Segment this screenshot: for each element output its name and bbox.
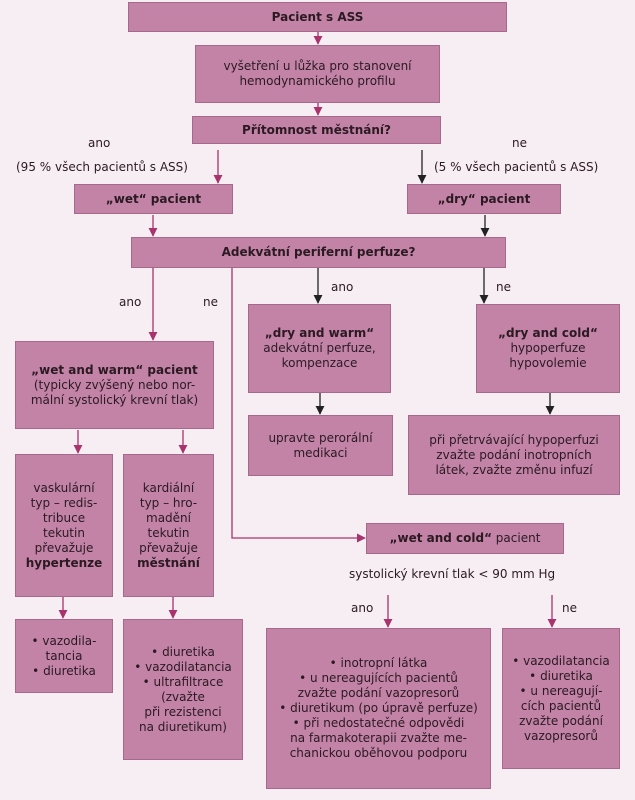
box-vaskularni-line4: tekutin <box>43 525 85 540</box>
label-ano-top-pct: (95 % všech pacientů s ASS) <box>16 160 188 174</box>
box-kardialni-line1: kardiální <box>142 480 195 495</box>
box-vasodilatancia-3-line1: • vazodilatancia <box>512 653 610 668</box>
box-kardialni-line4: tekutin <box>147 525 190 540</box>
box-inotropni: • inotropní látka • u nereagujících paci… <box>266 628 491 789</box>
box-inotropni-line1: • inotropní látka <box>329 656 428 670</box>
box-mestnani: Přítomnost městnání? <box>192 116 441 144</box>
box-vasodilatancia-3-line2: • diuretika <box>529 668 593 683</box>
box-vasodilatancia-3-line4: cích pacientů <box>520 698 602 713</box>
box-diuretika-2: • diuretika • vazodilatancia • ultrafilt… <box>123 619 243 760</box>
box-wet-warm-line1: (typicky zvýšený nebo nor- <box>33 377 196 392</box>
box-vasodilatancia-3-line3: • u nereagují- <box>519 683 603 698</box>
box-inotropni-line5: • při nedostatečné odpovědi <box>292 716 465 730</box>
box-vasodilatancia-3-line5: zvažte podání <box>519 713 603 728</box>
box-inotropni-line4: • diuretikum (po úpravě perfuze) <box>279 701 478 715</box>
box-dry-cold-line2: hypovolemie <box>509 356 587 370</box>
label-ne-low: ne <box>562 601 577 615</box>
box-dry-warm: „dry and warm“ adekvátní perfuze, kompen… <box>248 304 391 393</box>
box-hypoperfuze-line3: látek, zvažte změnu infuzí <box>435 462 593 477</box>
box-wet-cold-rest: pacient <box>491 531 541 545</box>
box-kardialni-bold: městnání <box>137 555 200 570</box>
box-wet-cold: „wet and cold“ pacient <box>366 523 564 554</box>
label-ne-left: ne <box>203 295 218 309</box>
arrow-ne-to-wetcold <box>231 268 366 543</box>
box-kardialni: kardiální typ – hro- madění tekutin přev… <box>123 454 214 597</box>
box-diuretika-2-line6: na diuretikum) <box>139 719 227 734</box>
box-vaskularni-line1: vaskulární <box>33 480 95 495</box>
box-dry-cold-title: „dry and cold“ <box>498 326 598 340</box>
box-vasodilatancia-1-line2: tancia <box>45 648 83 663</box>
box-diuretika-2-line1: • diuretika <box>151 644 215 659</box>
box-diuretika-2-line5: při rezistenci <box>144 704 222 719</box>
box-perfuze-text: Adekvátní periferní perfuze? <box>221 245 416 259</box>
box-pacient-ass: Pacient s ASS <box>128 2 507 32</box>
box-dry-cold: „dry and cold“ hypoperfuze hypovolemie <box>476 304 620 393</box>
label-ano-top: ano <box>88 136 111 150</box>
box-diuretika-2-line3: • ultrafiltrace <box>142 674 224 689</box>
box-vysetreni: vyšetření u lůžka pro stanovení hemodyna… <box>195 45 440 103</box>
box-wet-warm-line2: mální systolický krevní tlak) <box>30 392 199 407</box>
box-vaskularni-line5: převažuje <box>34 540 94 555</box>
box-vasodilatancia-1-line3: • diuretika <box>32 663 96 678</box>
box-dry-warm-line1: adekvátní perfuze, <box>263 341 376 355</box>
box-peroralni: upravte perorální medikaci <box>248 415 393 476</box>
label-ne-mid: ne <box>496 280 511 294</box>
box-kardialni-line3: madění <box>146 510 191 525</box>
box-vaskularni-bold: hypertenze <box>25 555 103 570</box>
box-dry-pacient-text: „dry“ pacient <box>437 191 531 206</box>
label-ano-left: ano <box>119 295 142 309</box>
box-inotropni-line2: • u nereagujících pacientů <box>299 671 458 685</box>
box-hypoperfuze-line2: zvažte podání inotropních <box>436 447 592 462</box>
box-inotropni-line7: chanickou oběhovou podporu <box>289 746 468 760</box>
box-vaskularni: vaskulární typ – redis- tribuce tekutin … <box>15 454 113 597</box>
box-dry-warm-title: „dry and warm“ <box>264 326 375 340</box>
label-ne-top-pct: (5 % všech pacientů s ASS) <box>434 160 599 174</box>
box-pacient-ass-text: Pacient s ASS <box>271 9 364 24</box>
box-hypoperfuze-line1: při přetrvávající hypoperfuzi <box>429 432 599 447</box>
box-diuretika-2-line4: (zvažte <box>161 689 205 704</box>
box-peroralni-line2: medikaci <box>293 445 348 460</box>
box-inotropni-line3: zvažte podání vazopresorů <box>297 686 460 700</box>
box-vasodilatancia-3-line6: vazopresorů <box>524 728 598 743</box>
box-inotropni-line6: na farmakoterapii zvažte me- <box>290 731 467 745</box>
box-perfuze: Adekvátní periferní perfuze? <box>131 237 506 268</box>
box-dry-cold-line1: hypoperfuze <box>510 341 586 355</box>
box-wet-cold-title: „wet and cold“ <box>389 531 492 545</box>
box-kardialni-line5: převažuje <box>139 540 198 555</box>
box-mestnani-text: Přítomnost městnání? <box>242 122 391 137</box>
box-diuretika-2-line2: • vazodilatancia <box>134 659 232 674</box>
label-systolicky: systolický krevní tlak < 90 mm Hg <box>349 567 556 581</box>
box-vysetreni-line1: vyšetření u lůžka pro stanovení <box>223 59 412 73</box>
box-vasodilatancia-1-line1: • vazodila- <box>31 633 97 648</box>
label-ne-top: ne <box>512 136 527 150</box>
box-dry-pacient: „dry“ pacient <box>407 184 561 214</box>
box-vysetreni-line2: hemodynamického profilu <box>239 74 396 88</box>
box-wet-pacient-text: „wet“ pacient <box>105 191 202 206</box>
box-wet-warm-title: „wet and warm“ pacient <box>31 362 198 377</box>
box-hypoperfuze: při přetrvávající hypoperfuzi zvažte pod… <box>408 415 620 495</box>
box-vasodilatancia-1: • vazodila- tancia • diuretika <box>15 619 113 693</box>
box-vaskularni-line2: typ – redis- <box>30 495 98 510</box>
box-wet-warm: „wet and warm“ pacient (typicky zvýšený … <box>15 341 214 429</box>
box-dry-warm-line2: kompenzace <box>281 356 358 370</box>
box-wet-pacient: „wet“ pacient <box>74 184 233 214</box>
box-kardialni-line2: typ – hro- <box>139 495 198 510</box>
box-vasodilatancia-3: • vazodilatancia • diuretika • u nereagu… <box>502 628 620 769</box>
box-vaskularni-line3: tribuce <box>42 510 86 525</box>
label-ano-low: ano <box>351 601 374 615</box>
label-ano-mid: ano <box>331 280 354 294</box>
box-peroralni-line1: upravte perorální <box>268 430 373 445</box>
